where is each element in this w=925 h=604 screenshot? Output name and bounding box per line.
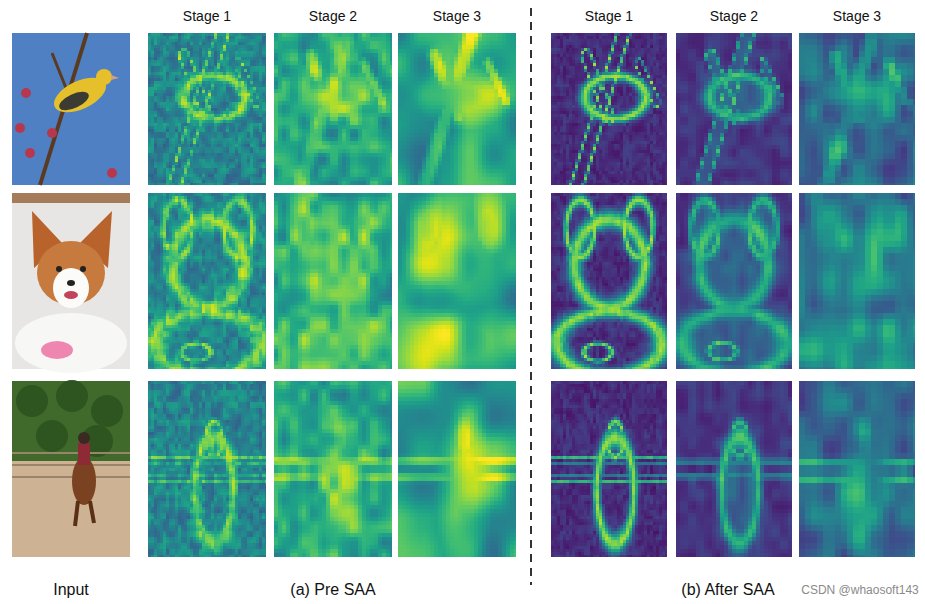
feature-map [398, 33, 516, 185]
feature-map [148, 33, 266, 185]
column-heading: Stage 1 [585, 8, 633, 24]
feature-map [676, 381, 792, 557]
feature-map [799, 33, 915, 185]
column-heading: Stage 2 [309, 8, 357, 24]
feature-map [148, 193, 266, 369]
feature-map [551, 193, 667, 369]
bird-photo [12, 33, 130, 185]
feature-map [274, 381, 392, 557]
column-heading: Stage 3 [433, 8, 481, 24]
input-photos [12, 33, 130, 557]
feature-map [676, 193, 792, 369]
panel-caption: (a) Pre SAA [290, 581, 375, 599]
watermark: CSDN @whaosoft143 [801, 583, 919, 597]
heatmaps [148, 33, 920, 562]
feature-map [799, 193, 915, 369]
divider-line [530, 8, 532, 585]
dog-photo [12, 193, 130, 373]
feature-map [274, 193, 392, 369]
column-heading: Stage 2 [710, 8, 758, 24]
feature-map [148, 381, 266, 557]
feature-map [551, 33, 667, 185]
feature-map [398, 193, 516, 369]
panel-caption: Input [53, 581, 89, 599]
feature-map [398, 381, 516, 557]
feature-map [551, 381, 667, 557]
panel-caption: (b) After SAA [681, 581, 774, 599]
feature-map [274, 33, 392, 185]
feature-map [799, 381, 915, 557]
column-heading: Stage 3 [833, 8, 881, 24]
horse-photo [12, 380, 130, 557]
feature-map [676, 33, 792, 185]
column-heading: Stage 1 [183, 8, 231, 24]
